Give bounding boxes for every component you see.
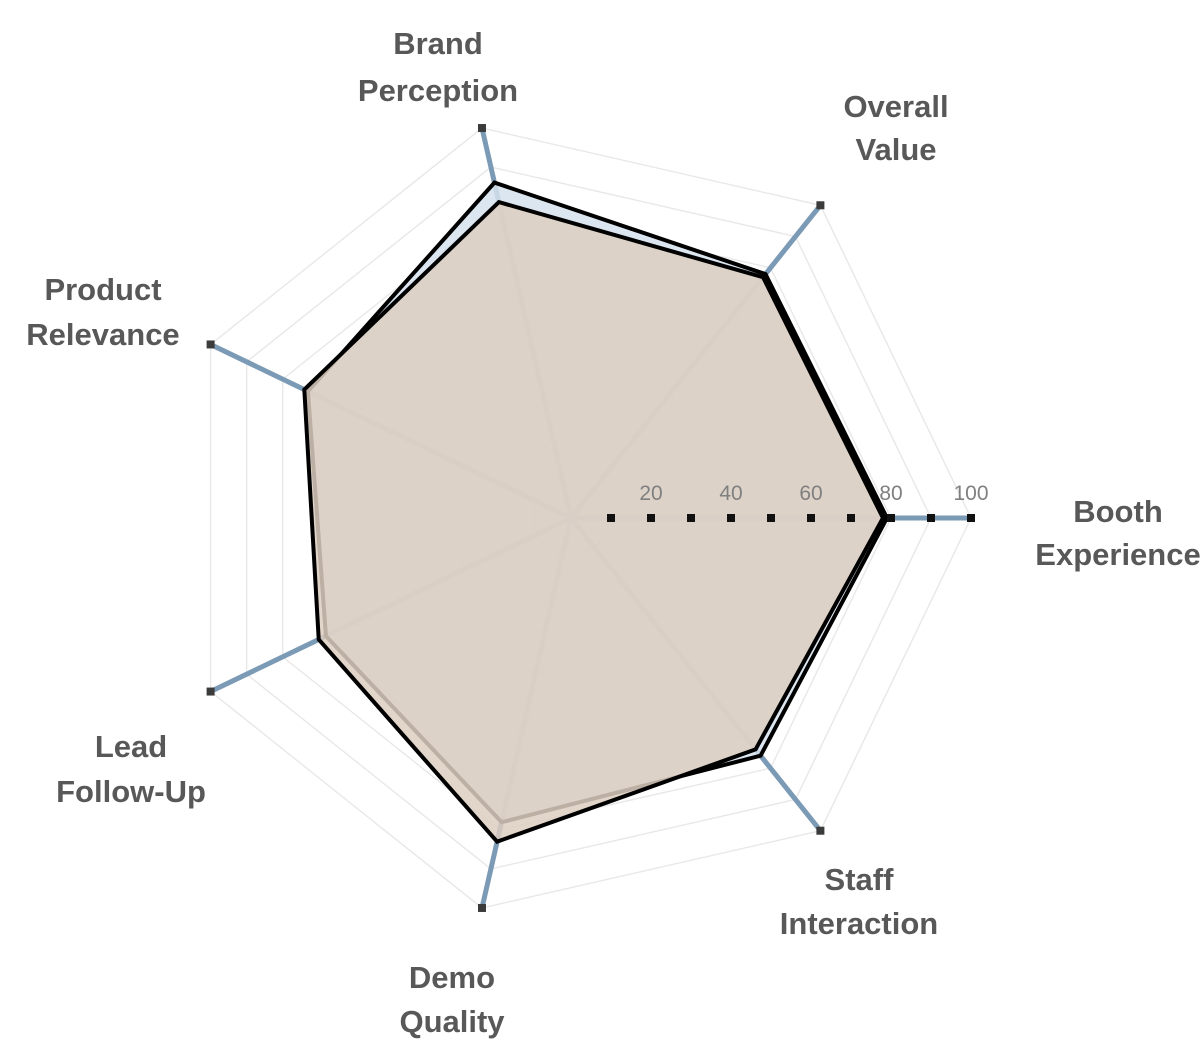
tick-labels: 20 40 60 80 100 bbox=[639, 482, 988, 505]
axis-label-lead-follow-up-line2: Follow-Up bbox=[56, 774, 206, 809]
axis-label-brand-perception-line1: Brand bbox=[393, 26, 483, 61]
axis-endpoint-marker bbox=[206, 687, 215, 696]
radial-tick-mark bbox=[687, 514, 695, 522]
axis-label-booth-experience-line2: Experience bbox=[1035, 537, 1200, 572]
axis-label-booth-experience: Booth Experience bbox=[1035, 494, 1200, 572]
radial-tick-mark bbox=[967, 514, 975, 522]
tick-label-100: 100 bbox=[953, 482, 988, 505]
tick-label-20: 20 bbox=[639, 482, 662, 505]
radial-axis-ticks bbox=[607, 514, 975, 522]
tick-label-60: 60 bbox=[799, 482, 822, 505]
tick-label-40: 40 bbox=[719, 482, 742, 505]
axis-label-overall-value-line2: Value bbox=[856, 132, 937, 167]
axis-endpoint-marker bbox=[206, 340, 215, 349]
axis-label-product-relevance-line1: Product bbox=[44, 272, 161, 307]
axis-label-lead-follow-up: Lead Follow-Up bbox=[56, 729, 206, 809]
axis-label-brand-perception-line2: Perception bbox=[358, 73, 518, 108]
axis-label-brand-perception: Brand Perception bbox=[358, 26, 518, 108]
series-layer bbox=[302, 180, 890, 845]
axis-label-staff-interaction-line1: Staff bbox=[825, 862, 895, 897]
axis-endpoint-marker bbox=[477, 903, 486, 912]
axis-label-overall-value-line1: Overall bbox=[843, 89, 948, 124]
radial-tick-mark bbox=[727, 514, 735, 522]
axis-label-product-relevance-line2: Relevance bbox=[26, 317, 179, 352]
axis-endpoint-marker bbox=[816, 201, 825, 210]
axis-label-lead-follow-up-line1: Lead bbox=[95, 729, 167, 764]
radial-tick-mark bbox=[607, 514, 615, 522]
axis-endpoint-marker bbox=[477, 124, 486, 133]
radial-tick-mark bbox=[807, 514, 815, 522]
radial-tick-mark bbox=[847, 514, 855, 522]
axis-label-demo-quality: Demo Quality bbox=[399, 960, 505, 1039]
axis-label-product-relevance: Product Relevance bbox=[26, 272, 179, 352]
axis-label-staff-interaction-line2: Interaction bbox=[780, 906, 938, 941]
series-2-polygon bbox=[302, 199, 886, 845]
grid-ring bbox=[209, 127, 972, 909]
grid-ring bbox=[281, 205, 892, 831]
radial-tick-mark bbox=[927, 514, 935, 522]
tick-label-80: 80 bbox=[879, 482, 902, 505]
axis-label-booth-experience-line1: Booth bbox=[1073, 494, 1163, 529]
axis-label-overall-value: Overall Value bbox=[843, 89, 948, 167]
axis-label-demo-quality-line1: Demo bbox=[409, 960, 495, 995]
category-labels: Booth Experience Overall Value Brand Per… bbox=[26, 26, 1200, 1039]
grid-ring bbox=[245, 166, 932, 870]
axis-label-demo-quality-line2: Quality bbox=[399, 1004, 505, 1039]
axis-label-staff-interaction: Staff Interaction bbox=[780, 862, 938, 941]
axis-endpoint-marker bbox=[816, 826, 825, 835]
radial-tick-mark bbox=[887, 514, 895, 522]
radial-tick-mark bbox=[767, 514, 775, 522]
radial-tick-mark bbox=[647, 514, 655, 522]
